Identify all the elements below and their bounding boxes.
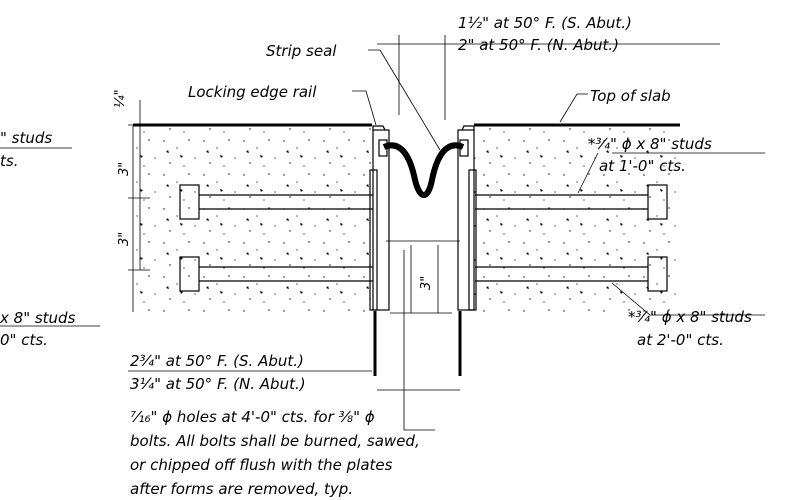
dimensions (128, 35, 720, 391)
label-gap-top-n: 2" at 50° F. (N. Abut.) (458, 36, 619, 54)
dim-3-lower: 3" (117, 232, 132, 246)
label-gap-top-s: 1½" at 50° F. (S. Abut.) (458, 14, 632, 32)
label-locking-edge-rail: Locking edge rail (188, 83, 317, 101)
label-studs-left-upper-1: " studs (0, 129, 52, 147)
left-edge-rail (369, 125, 390, 376)
label-studs-right-upper-2: at 1'-0" cts. (599, 157, 686, 175)
left-slab (133, 123, 372, 312)
dim-quarter: ¼" (113, 89, 128, 108)
right-stud-lower (475, 256, 668, 292)
label-studs-right-upper-1: *¾" ϕ x 8" studs (588, 135, 712, 153)
label-strip-seal: Strip seal (266, 42, 337, 60)
label-studs-left-lower-2: 0" cts. (0, 331, 48, 349)
note-line-3: or chipped off flush with the plates (130, 456, 393, 474)
dim-3-gap: 3" (419, 276, 434, 290)
label-studs-left-lower-1: x 8" studs (0, 309, 76, 327)
dim-3-upper: 3" (117, 162, 132, 176)
label-studs-left-upper-2: ts. (0, 152, 18, 170)
label-gap-bot-s: 2¾" at 50° F. (S. Abut.) (130, 352, 304, 370)
strip-seal (382, 142, 465, 198)
left-stud-lower (179, 256, 373, 292)
label-gap-bot-n: 3¼" at 50° F. (N. Abut.) (130, 375, 306, 393)
label-studs-right-lower-1: *¾" ϕ x 8" studs (628, 308, 752, 326)
label-studs-right-lower-2: at 2'-0" cts. (637, 331, 724, 349)
right-edge-rail (457, 125, 477, 376)
right-stud-upper (475, 184, 668, 220)
note-line-4: after forms are removed, typ. (130, 480, 353, 498)
note-line-1: ⁷⁄₁₆" ϕ holes at 4'-0" cts. for ⅜" ϕ (130, 408, 375, 426)
left-stud-upper (179, 184, 373, 220)
label-top-of-slab: Top of slab (590, 87, 671, 105)
leaders (0, 49, 765, 431)
note-line-2: bolts. All bolts shall be burned, sawed, (130, 432, 420, 450)
